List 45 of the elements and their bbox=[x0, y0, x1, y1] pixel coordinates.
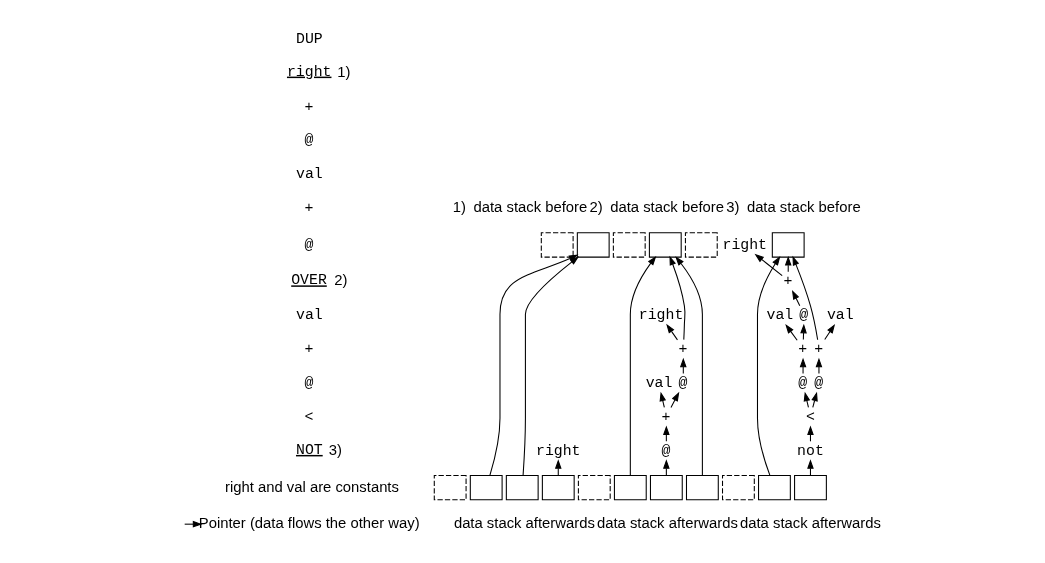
label: OVER bbox=[291, 272, 327, 289]
label: data stack afterwards bbox=[740, 515, 881, 532]
node-text: @ bbox=[798, 375, 808, 392]
label: 3) bbox=[328, 441, 343, 458]
node-text: @ bbox=[678, 375, 688, 392]
node-text: @ bbox=[799, 307, 809, 324]
node-text: val bbox=[645, 375, 673, 392]
node-text: not bbox=[797, 442, 824, 459]
label: + bbox=[304, 200, 314, 217]
label: right bbox=[286, 63, 332, 80]
node-text: + bbox=[783, 273, 793, 290]
node-text: @ bbox=[814, 375, 824, 392]
label: + bbox=[304, 341, 314, 358]
node-text: right bbox=[536, 442, 581, 459]
label: @ bbox=[304, 132, 314, 149]
label: + bbox=[304, 98, 314, 115]
label: @ bbox=[304, 375, 314, 392]
node-text: + bbox=[814, 341, 824, 358]
label: DUP bbox=[295, 30, 323, 47]
node-text: val bbox=[766, 307, 794, 324]
label: val bbox=[295, 307, 323, 324]
label: 1) bbox=[452, 199, 467, 216]
label: data stack afterwards bbox=[453, 515, 595, 532]
label: 3) bbox=[726, 199, 740, 216]
label: @ bbox=[304, 236, 314, 253]
node-text: right bbox=[638, 307, 684, 324]
label: 2) bbox=[334, 272, 348, 289]
node-text: + bbox=[678, 341, 688, 358]
label: 1) bbox=[337, 63, 351, 80]
label: data stack afterwards bbox=[596, 515, 738, 532]
label: 2) bbox=[589, 199, 603, 216]
label: right and val are constants bbox=[224, 478, 399, 495]
label: data stack before bbox=[473, 199, 588, 216]
label: data stack before bbox=[746, 199, 861, 216]
node-text: right bbox=[722, 236, 768, 253]
label: val bbox=[295, 166, 323, 183]
legend-label: Pointer (data flows the other way) bbox=[198, 515, 420, 532]
label: NOT bbox=[295, 441, 323, 458]
node-text: val bbox=[826, 307, 854, 324]
node-text: @ bbox=[661, 442, 671, 459]
node-text: + bbox=[798, 341, 808, 358]
label: data stack before bbox=[610, 199, 724, 216]
node-text: + bbox=[661, 409, 671, 426]
label: < bbox=[304, 409, 314, 426]
node-text: < bbox=[806, 409, 815, 426]
